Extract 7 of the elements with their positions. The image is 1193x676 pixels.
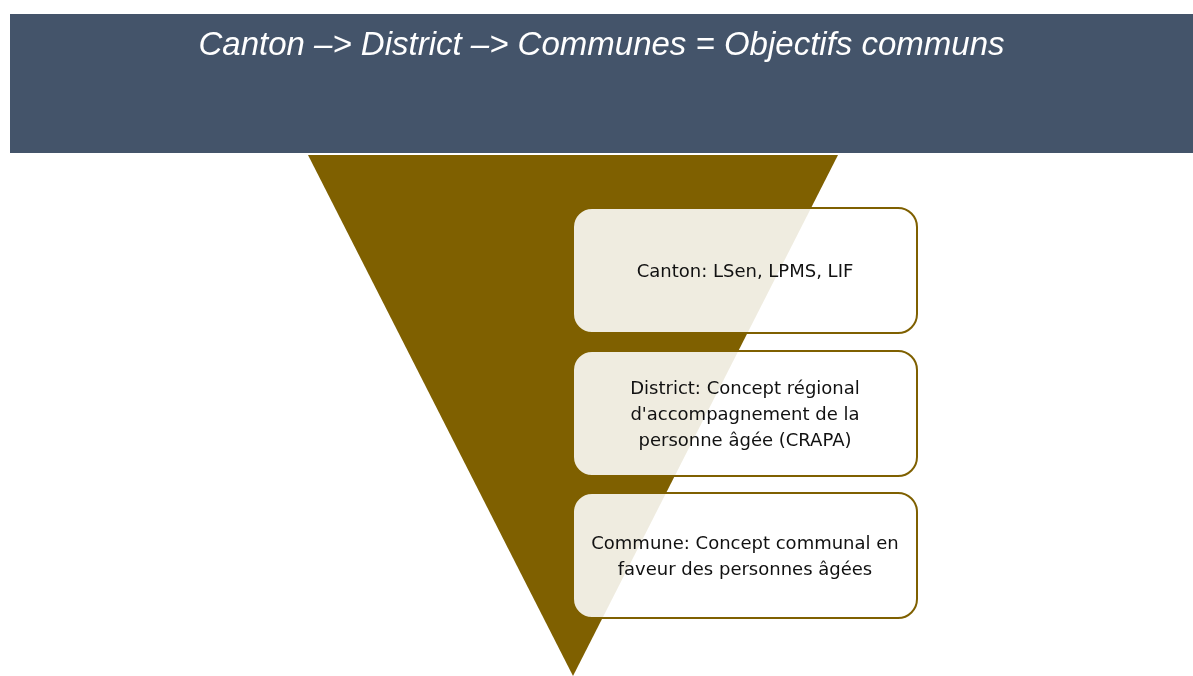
title: Canton –> District –> Communes = Objectifs communs bbox=[197, 24, 1006, 64]
level-text: District: Concept régional d'accompagnement de la personne âgée (CRAPA) bbox=[629, 375, 861, 452]
level-box bbox=[572, 492, 918, 619]
level-box bbox=[572, 207, 918, 334]
level-text: Canton: LSen, LPMS, LIF bbox=[636, 258, 854, 283]
level-box bbox=[572, 350, 918, 477]
level-text: Commune: Concept communal en faveur des personnes âgées bbox=[590, 530, 900, 581]
